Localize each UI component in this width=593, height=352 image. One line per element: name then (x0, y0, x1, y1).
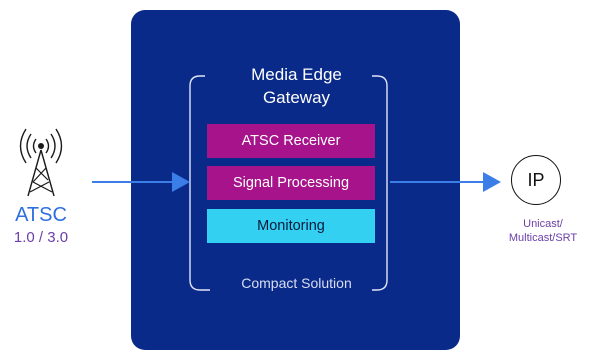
atsc-receiver-block: ATSC Receiver (207, 124, 375, 158)
atsc-version-label: 1.0 / 3.0 (13, 229, 69, 246)
signal-processing-block: Signal Processing (207, 166, 375, 200)
ip-note-line1: Unicast/ (523, 218, 563, 230)
compact-solution-label: Compact Solution (241, 275, 352, 291)
ip-note-line2: Multicast/SRT (508, 232, 578, 244)
gateway-title-line2: Gateway (262, 88, 331, 107)
ip-node: IP (511, 155, 561, 205)
ip-delivery-note: Unicast/ Multicast/SRT (496, 217, 590, 245)
gateway-title-line1: Media Edge (251, 65, 342, 84)
monitoring-block: Monitoring (207, 209, 375, 243)
atsc-label: ATSC (15, 204, 67, 226)
ip-label: IP (527, 169, 545, 190)
